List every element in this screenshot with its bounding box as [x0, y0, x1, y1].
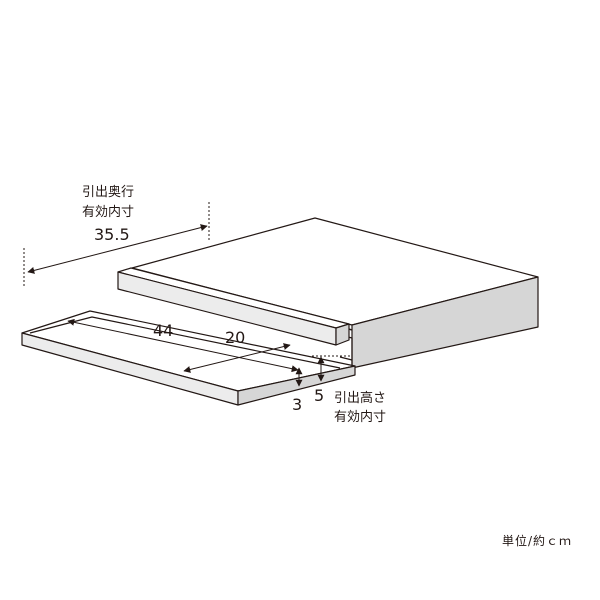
depth-label-line1: 引出奥行	[82, 185, 134, 200]
height-value: 5	[314, 386, 324, 405]
inner-value: 20	[225, 328, 245, 347]
width-value: 44	[153, 321, 173, 340]
front-panel-end	[335, 323, 350, 346]
depth-dimension: 引出奥行 有効内寸 35.5	[23, 185, 210, 288]
depth-label-line2: 有効内寸	[82, 204, 134, 220]
inner-arrow	[183, 343, 291, 373]
tray-height-value: 3	[292, 395, 302, 414]
height-dimension: 5 引出高さ 有効内寸	[312, 355, 386, 425]
unit-label: 単位/約ｃｍ	[501, 534, 572, 548]
depth-value: 35.5	[94, 225, 130, 244]
tray-height-dimension: 3	[292, 367, 303, 414]
height-label-line1: 引出高さ	[334, 390, 386, 406]
inner-dimension: 20	[183, 328, 291, 373]
height-label-line2: 有効内寸	[334, 409, 386, 425]
depth-arrow	[27, 224, 208, 274]
